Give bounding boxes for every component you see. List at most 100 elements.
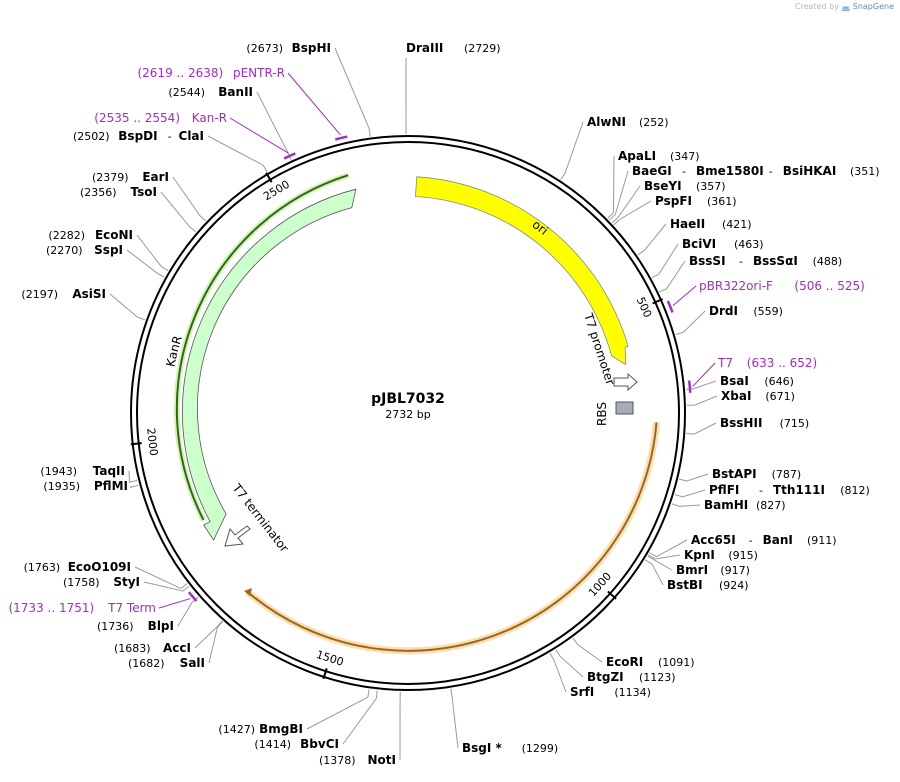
- enzyme-site[interactable]: PflMI(1935): [43, 479, 128, 493]
- enzyme-position: (917): [720, 564, 750, 577]
- enzyme-site[interactable]: BtgZI (1123): [587, 670, 676, 684]
- enzyme-site[interactable]: EcoRI(1091): [606, 655, 695, 669]
- enzyme-name: BaeGI: [632, 164, 672, 178]
- tick-mark: [607, 590, 617, 600]
- kanr-track: [175, 174, 349, 521]
- enzyme-position: (671): [765, 390, 795, 403]
- enzyme-position: (715): [780, 417, 810, 430]
- enzyme-site[interactable]: BsaI(646): [720, 374, 794, 388]
- enzyme-position: (1123): [639, 671, 676, 684]
- enzyme-site[interactable]: NotI(1378): [319, 753, 396, 767]
- enzyme-site[interactable]: DrdI(559): [709, 304, 783, 318]
- enzyme-site[interactable]: BstAPI (787): [712, 467, 801, 481]
- enzyme-name: PflMI: [94, 479, 128, 493]
- enzyme-leader-line: [611, 185, 641, 224]
- enzyme-site[interactable]: AccI(1683): [114, 641, 191, 655]
- enzyme-name: ApaLI: [618, 149, 656, 163]
- enzyme-name: PspFI: [655, 194, 692, 208]
- enzyme-site[interactable]: BlpI(1736): [97, 619, 174, 633]
- enzyme-site[interactable]: EcoO109I(1763): [24, 560, 131, 574]
- enzyme-leader-line: [686, 422, 717, 435]
- enzyme-position: (787): [772, 468, 802, 481]
- enzyme-separator: -: [759, 484, 763, 497]
- enzyme-site[interactable]: EcoNI(2282): [48, 228, 133, 242]
- t7-promoter-arrow[interactable]: [613, 372, 638, 392]
- enzyme-leader-line: [678, 473, 709, 482]
- enzyme-name: DrdI: [709, 304, 738, 318]
- enzyme-site[interactable]: SrfI(1134): [570, 685, 651, 699]
- enzyme-site[interactable]: SspI(2270): [46, 243, 123, 257]
- enzyme-name: ClaI: [179, 129, 204, 143]
- primer-name: pBR322ori-F: [699, 279, 773, 293]
- enzyme-site[interactable]: DraIII(2729): [406, 41, 501, 55]
- enzyme-site[interactable]: BmrI(917): [676, 563, 750, 577]
- enzyme-name: BspHI: [292, 41, 331, 55]
- enzyme-site[interactable]: BciVI(463): [682, 237, 764, 251]
- enzyme-position: (1299): [522, 742, 559, 755]
- enzyme-site[interactable]: BbvCI(1414): [254, 737, 339, 751]
- enzyme-position: (924): [719, 579, 749, 592]
- primer-name: Kan-R: [192, 111, 227, 125]
- enzyme-name: BstBI: [667, 578, 703, 592]
- enzyme-site[interactable]: ApaLI(347): [618, 149, 700, 163]
- enzyme-name: BssSI: [689, 254, 726, 268]
- enzyme-site[interactable]: BanII(2544): [168, 85, 253, 99]
- primer-site[interactable]: T7 Term(1733 .. 1751): [8, 591, 198, 615]
- enzyme-position: (2379): [92, 171, 129, 184]
- enzyme-site[interactable]: HaeII(421): [670, 217, 752, 231]
- enzyme-site[interactable]: AsiSI(2197): [21, 287, 106, 301]
- enzyme-site[interactable]: SalI(1682): [128, 656, 205, 670]
- enzyme-site[interactable]: StyI(1758): [63, 575, 140, 589]
- enzyme-site[interactable]: TsoI(2356): [80, 185, 157, 199]
- enzyme-site[interactable]: KpnI(915): [684, 548, 758, 562]
- enzyme-site[interactable]: TaqII(1943): [40, 464, 125, 478]
- enzyme-name: Bme1580I: [696, 164, 764, 178]
- enzyme-position: (1736): [97, 620, 134, 633]
- enzyme-site[interactable]: BsgI *(1299): [462, 741, 558, 755]
- enzyme-name: BtgZI: [587, 670, 624, 684]
- ori-arrow[interactable]: [414, 176, 629, 366]
- enzyme-name: TaqII: [93, 464, 125, 478]
- t7-terminator-arrow[interactable]: [224, 525, 251, 547]
- enzyme-name: SrfI: [570, 685, 594, 699]
- enzyme-site[interactable]: BstBI (924): [667, 578, 749, 592]
- enzyme-leader-line: [659, 260, 686, 293]
- enzyme-name: AccI: [163, 641, 191, 655]
- enzyme-site[interactable]: BssHII (715): [720, 416, 809, 430]
- enzyme-site[interactable]: PflFI-Tth111I(812): [709, 483, 870, 497]
- enzyme-site[interactable]: BssSI-BssSαI(488): [689, 254, 842, 268]
- enzyme-site[interactable]: BamHI(827): [704, 498, 786, 512]
- enzyme-name: BspDI: [118, 129, 157, 143]
- enzyme-leader-line: [647, 555, 673, 571]
- enzyme-leader-line: [207, 135, 268, 173]
- enzyme-leader-line: [686, 395, 718, 406]
- snapgene-credit: Created by ◛ SnapGene: [795, 2, 894, 12]
- kanr-arrow[interactable]: [182, 188, 357, 541]
- enzyme-site[interactable]: EarI(2379): [92, 170, 169, 184]
- enzyme-name: BstAPI: [712, 467, 757, 481]
- enzyme-name: BssHII: [720, 416, 762, 430]
- enzyme-site[interactable]: PspFI(361): [655, 194, 737, 208]
- primer-site[interactable]: T7(633 .. 652): [687, 356, 817, 393]
- enzyme-position: (2673): [246, 42, 283, 55]
- enzyme-site[interactable]: BseYI(357): [644, 179, 726, 193]
- primer-site[interactable]: Kan-R(2535 .. 2554): [94, 111, 296, 160]
- enzyme-site[interactable]: BmgBI(1427): [218, 722, 303, 736]
- rbs-box[interactable]: [615, 401, 634, 415]
- enzyme-leader-line: [128, 470, 138, 483]
- enzyme-leader-line: [555, 649, 584, 678]
- enzyme-site[interactable]: AlwNI(252): [587, 115, 669, 129]
- enzyme-name: BsiHKAI: [783, 164, 837, 178]
- enzyme-name: BanII: [218, 85, 253, 99]
- enzyme-site[interactable]: BaeGI-Bme1580I-BsiHKAI(351): [632, 164, 880, 178]
- enzyme-site[interactable]: BspHI (2673): [246, 41, 331, 55]
- enzyme-site[interactable]: XbaI(671): [721, 389, 795, 403]
- enzyme-leader-line: [160, 191, 197, 233]
- primer-name: pENTR-R: [233, 66, 285, 80]
- primer-site[interactable]: pBR322ori-F(506 .. 525): [666, 279, 865, 313]
- enzyme-site[interactable]: Acc65I-BanI(911): [691, 533, 837, 547]
- enzyme-name: BseYI: [644, 179, 682, 193]
- enzyme-site[interactable]: ClaI-BspDI(2502): [73, 129, 204, 143]
- primer-site[interactable]: pENTR-R(2619 .. 2638): [137, 66, 348, 141]
- enzyme-name: BanI: [763, 533, 793, 547]
